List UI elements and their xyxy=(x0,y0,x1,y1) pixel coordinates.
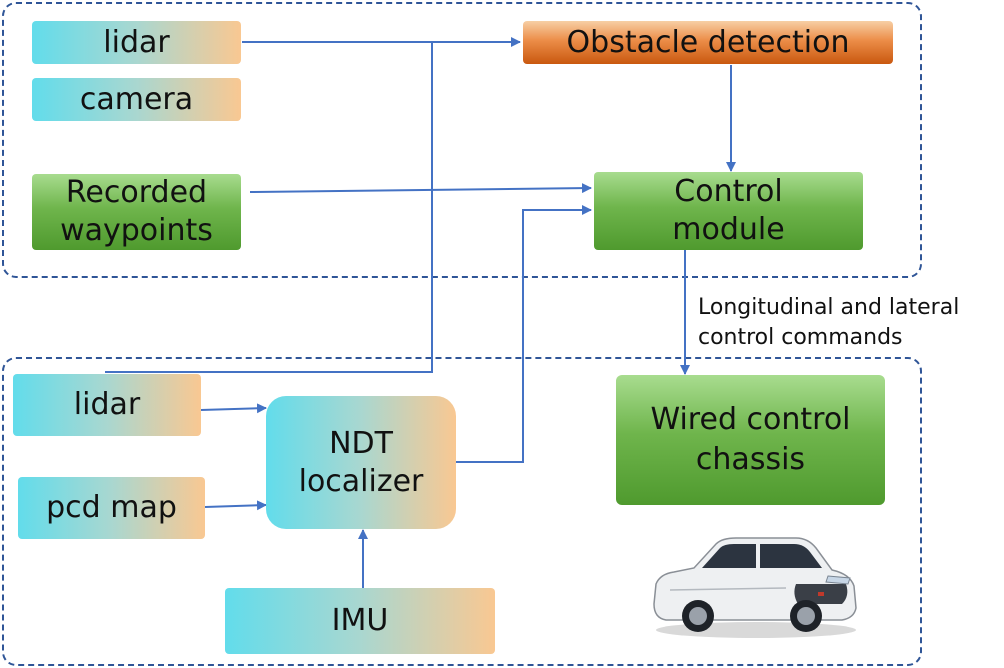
node-control-module-line1: Control xyxy=(674,174,783,209)
node-camera-label: camera xyxy=(79,81,194,117)
node-ndt-localizer-line2: localizer xyxy=(298,463,424,499)
arrow-bottom-lidar-to-obstacle xyxy=(105,42,433,373)
node-recorded-waypoints-line1: Recorded xyxy=(65,175,208,210)
arrow-ndt-to-control xyxy=(456,205,592,463)
node-recorded-waypoints: Recorded waypoints xyxy=(32,174,241,250)
node-imu-label: IMU xyxy=(331,603,389,638)
node-pcd-map: pcd map xyxy=(18,477,205,539)
node-camera: camera xyxy=(32,78,241,121)
node-top-lidar: lidar xyxy=(32,21,241,64)
edge-label-line2: control commands xyxy=(698,325,903,350)
node-top-lidar-label: lidar xyxy=(103,24,170,60)
node-wired-control-chassis: Wired control chassis xyxy=(616,375,885,505)
localization-chassis-region xyxy=(2,357,922,666)
car-icon xyxy=(653,537,857,638)
node-ndt-localizer: NDT localizer xyxy=(266,396,456,529)
node-control-module-line2: module xyxy=(672,212,785,247)
arrow-lidar-to-ndt xyxy=(200,403,267,414)
edge-label-control-commands: Longitudinal and lateral control command… xyxy=(698,293,959,353)
node-obstacle-detection: Obstacle detection xyxy=(523,21,893,64)
arrow-pcd-to-ndt xyxy=(204,500,267,511)
node-ndt-localizer-line1: NDT xyxy=(329,425,393,461)
node-wired-control-chassis-line1: Wired control xyxy=(650,402,851,437)
node-pcd-map-label: pcd map xyxy=(46,490,177,525)
node-obstacle-detection-label: Obstacle detection xyxy=(566,24,850,60)
node-wired-control-chassis-line2: chassis xyxy=(695,442,806,477)
node-recorded-waypoints-line2: waypoints xyxy=(60,213,213,248)
node-control-module: Control module xyxy=(594,172,863,250)
node-bottom-lidar-label: lidar xyxy=(73,387,141,422)
node-bottom-lidar: lidar xyxy=(13,374,201,436)
edge-label-line1: Longitudinal and lateral xyxy=(698,295,960,320)
perception-planning-region xyxy=(2,2,922,278)
arrow-waypoints-to-control xyxy=(249,183,592,194)
node-imu: IMU xyxy=(225,588,495,654)
